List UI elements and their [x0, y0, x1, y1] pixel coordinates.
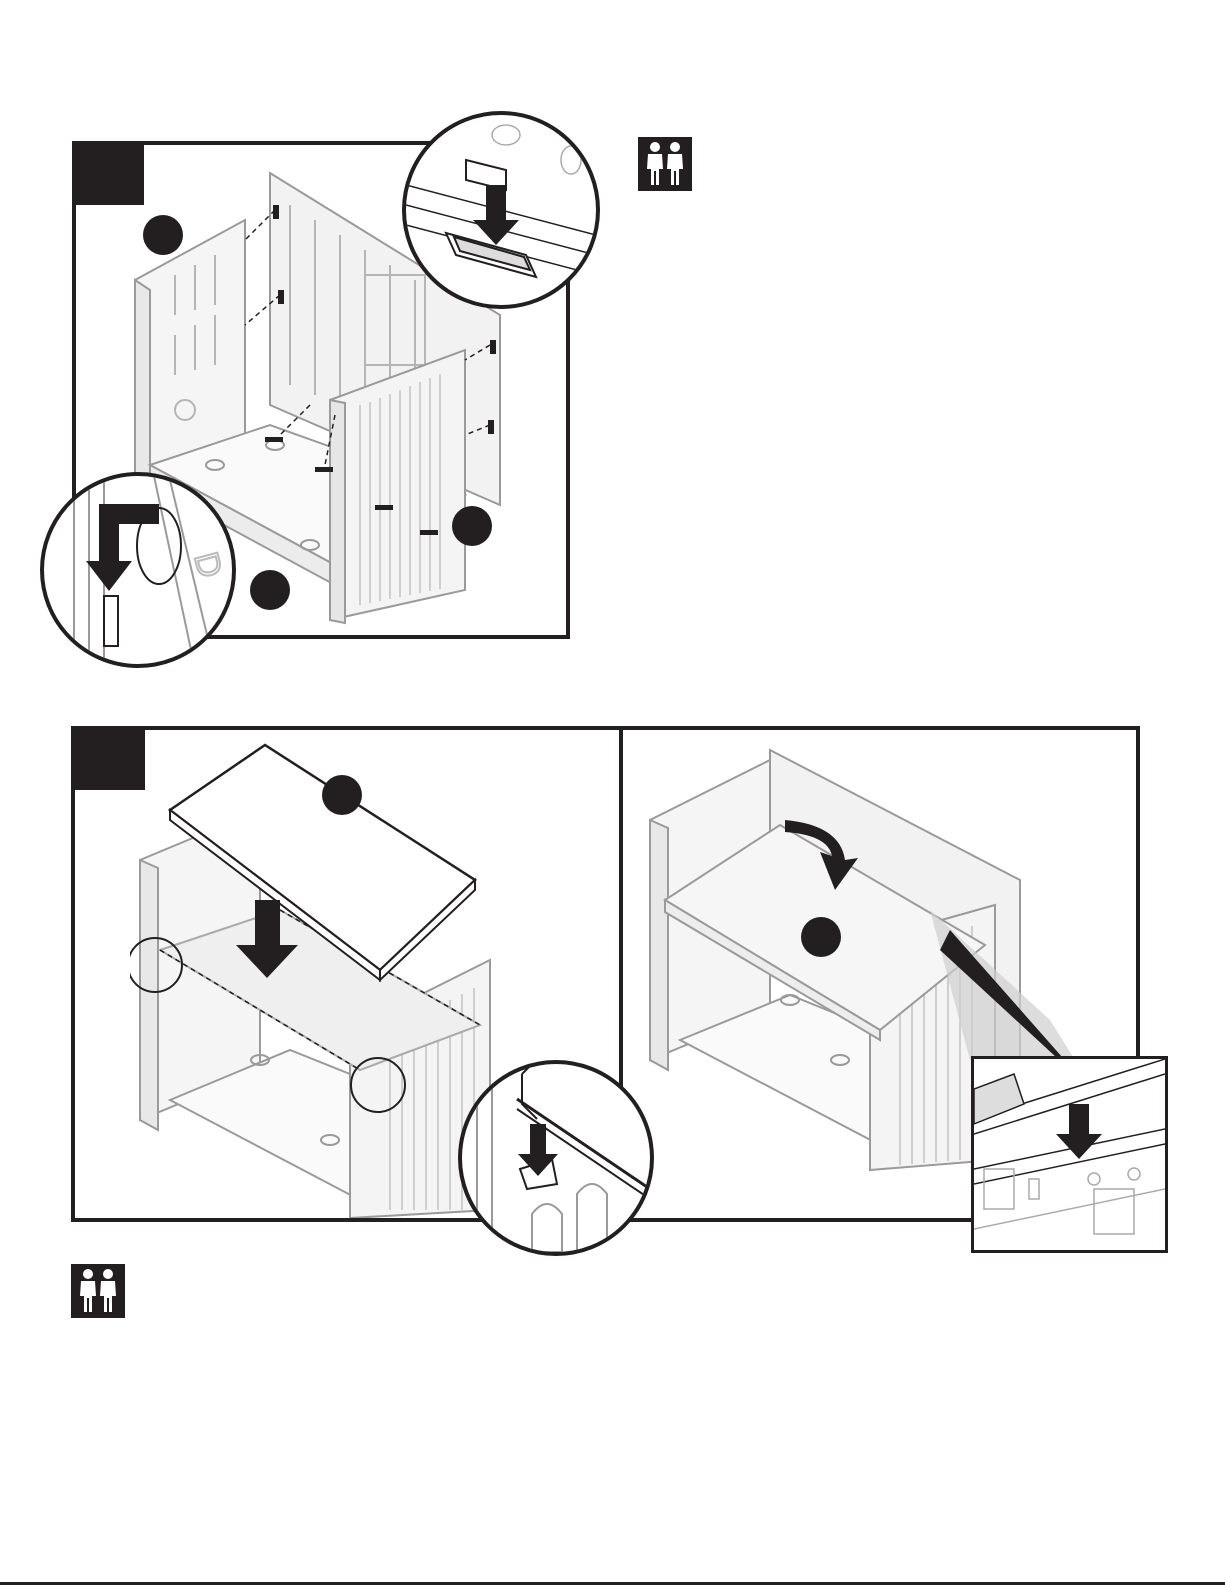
- step-b-callout-badge-1: [322, 775, 362, 815]
- down-arrow-icon: [473, 185, 519, 245]
- two-person-icon: [71, 1264, 125, 1318]
- step-b-shelf-rest-detail-circle: [458, 1060, 654, 1256]
- step-b-shelf-lock-detail-box: [971, 1056, 1168, 1253]
- svg-text:D: D: [186, 548, 229, 582]
- step-a-callout-badge-1: [143, 215, 183, 255]
- step-b-callout-badge-2: [801, 917, 841, 957]
- two-person-icon: [638, 137, 692, 191]
- step-a-hinge-detail-circle: D: [40, 472, 236, 668]
- step-a-callout-badge-3: [250, 570, 290, 610]
- step-a-callout-badge-2: [452, 506, 492, 546]
- step-a-hook-detail-circle: [402, 111, 600, 309]
